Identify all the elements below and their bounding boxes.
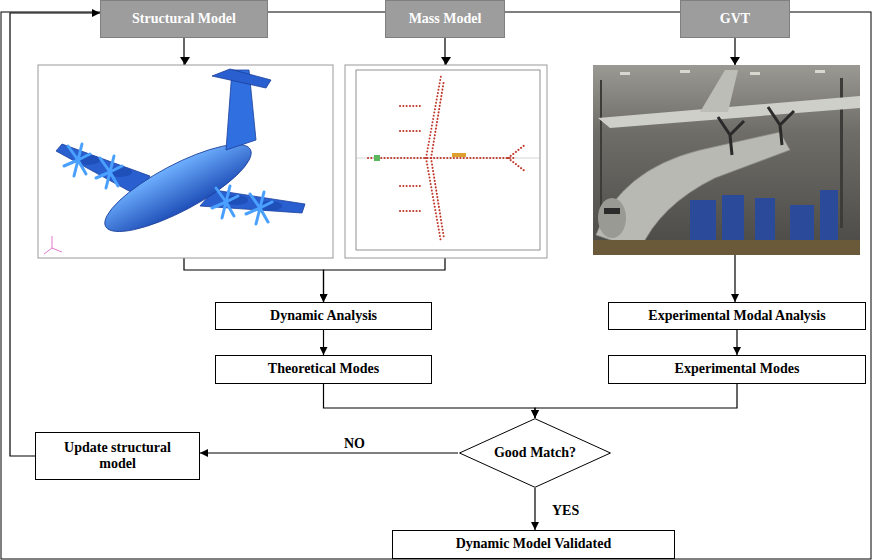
node-text: GVT [720, 11, 750, 27]
connector [535, 384, 737, 418]
process-box: Dynamic Analysis [215, 302, 432, 330]
header-box: GVT [680, 0, 790, 38]
connector [534, 488, 535, 530]
structural-model-image [38, 65, 333, 258]
node-text: Structural Model [132, 11, 236, 27]
process-box: Theoretical Modes [215, 355, 432, 384]
connector [200, 452, 458, 453]
node-text: Theoretical Modes [268, 361, 379, 377]
node-text: Experimental Modal Analysis [648, 308, 825, 324]
header-box: Mass Model [385, 0, 505, 38]
process-box: Update structural model [35, 432, 200, 480]
connector [736, 330, 737, 355]
outer-frame [1, 12, 871, 559]
gvt-photo [593, 65, 860, 255]
node-text: Experimental Modes [675, 361, 800, 377]
node-text: Mass Model [409, 11, 482, 27]
edge-label: YES [550, 503, 581, 519]
picture-arrowheads [180, 57, 740, 65]
node-text: Update structural model [50, 440, 185, 472]
mass-model-plot [345, 65, 547, 258]
connector [324, 384, 536, 418]
node-text: Good Match? [494, 445, 576, 461]
edge-label: NO [342, 436, 367, 452]
decision-diamond: Good Match? [458, 418, 612, 488]
result-box: Dynamic Model Validated [392, 530, 675, 559]
node-text: Dynamic Analysis [270, 308, 377, 324]
header-box: Structural Model [100, 0, 268, 38]
node-text: Dynamic Model Validated [456, 536, 612, 552]
process-box: Experimental Modes [608, 355, 866, 384]
process-box: Experimental Modal Analysis [608, 302, 866, 330]
connector [323, 330, 324, 355]
